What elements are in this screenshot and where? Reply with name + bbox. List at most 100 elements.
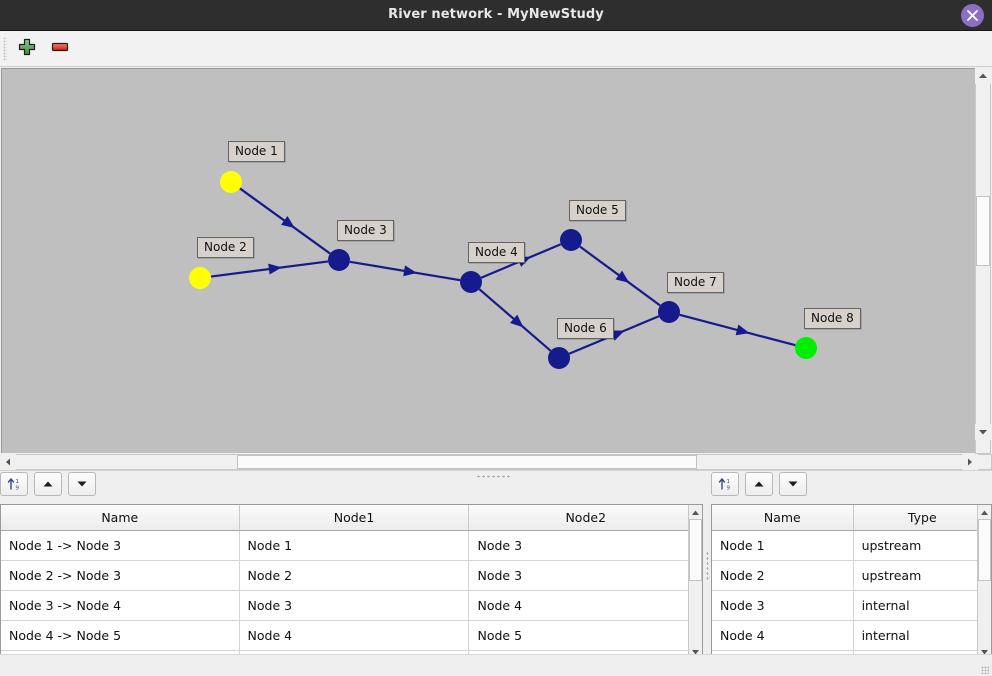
window-title: River network - MyNewStudy: [388, 7, 604, 22]
svg-text:9: 9: [727, 486, 731, 492]
close-icon: [967, 10, 978, 21]
branches-scroll-thumb[interactable]: [689, 519, 702, 581]
node-label[interactable]: Node 3: [337, 220, 394, 241]
edge-arrow-icon: [403, 265, 417, 277]
branches-move-down-button[interactable]: [68, 472, 96, 496]
table-cell[interactable]: Node 4: [468, 590, 702, 621]
node-label[interactable]: Node 6: [557, 318, 614, 339]
table-cell[interactable]: Node 4: [239, 620, 470, 651]
chevron-down-icon: [692, 650, 699, 655]
scroll-up-button[interactable]: [975, 68, 991, 84]
chevron-up-icon: [692, 510, 699, 515]
branches-table-scrollbar[interactable]: [688, 505, 702, 658]
graph-node[interactable]: [795, 337, 817, 359]
horizontal-splitter[interactable]: [0, 470, 992, 479]
column-header[interactable]: Name: [1, 505, 240, 531]
splitter-grip: [476, 475, 510, 478]
graph-node[interactable]: [658, 301, 680, 323]
remove-node-icon: [51, 42, 69, 52]
table-cell[interactable]: Node 3 -> Node 4: [1, 590, 240, 621]
nodes-move-up-button[interactable]: [745, 472, 773, 496]
graph-node[interactable]: [460, 271, 482, 293]
network-graph: [189, 171, 817, 369]
column-header[interactable]: Node2: [468, 505, 702, 531]
scroll-left-button[interactable]: [0, 454, 16, 470]
toolbar-grip[interactable]: [3, 37, 7, 61]
table-cell[interactable]: Node 2: [712, 560, 854, 591]
nodes-move-down-button[interactable]: [779, 472, 807, 496]
remove-node-button[interactable]: [50, 37, 76, 61]
graph-node[interactable]: [560, 229, 582, 251]
column-header[interactable]: Node1: [239, 505, 470, 531]
chevron-left-icon: [6, 458, 10, 466]
branches-scroll-up-button[interactable]: [689, 505, 702, 519]
scroll-right-button[interactable]: [962, 454, 978, 470]
node-label[interactable]: Node 8: [804, 308, 861, 329]
svg-text:9: 9: [16, 486, 20, 492]
branches-move-up-button[interactable]: [34, 472, 62, 496]
nodes-scroll-up-button[interactable]: [978, 505, 991, 519]
canvas-vertical-scroll-thumb[interactable]: [976, 196, 990, 266]
add-node-button[interactable]: [17, 37, 43, 61]
branches-sort-button[interactable]: 1 9: [0, 472, 28, 496]
node-label[interactable]: Node 5: [569, 200, 626, 221]
node-label[interactable]: Node 4: [468, 242, 525, 263]
table-cell[interactable]: Node 3: [712, 590, 854, 621]
table-cell[interactable]: Node 3: [468, 530, 702, 561]
graph-node[interactable]: [220, 171, 242, 193]
table-cell[interactable]: Node 1 -> Node 3: [1, 530, 240, 561]
arrow-up-icon: [43, 481, 53, 487]
status-bar: [0, 654, 992, 676]
vertical-splitter[interactable]: [703, 479, 711, 654]
node-label[interactable]: Node 2: [197, 237, 254, 258]
river-network-canvas[interactable]: Node 1 Node 2 Node 3 Node 4 Node 5 Node 6 Node…: [1, 68, 975, 453]
graph-node[interactable]: [189, 267, 211, 289]
chevron-up-icon: [981, 510, 988, 515]
table-cell[interactable]: upstream: [853, 530, 991, 561]
table-cell[interactable]: internal: [853, 590, 991, 621]
chevron-down-icon: [979, 430, 987, 435]
resize-grip[interactable]: [981, 666, 989, 674]
graph-node[interactable]: [328, 249, 350, 271]
table-cell[interactable]: Node 4 -> Node 5: [1, 620, 240, 651]
column-header[interactable]: Type: [853, 505, 991, 531]
nodes-table-scrollbar[interactable]: [977, 505, 991, 658]
table-cell[interactable]: Node 2 -> Node 3: [1, 560, 240, 591]
table-cell[interactable]: internal: [853, 620, 991, 651]
chevron-down-icon: [981, 650, 988, 655]
column-header[interactable]: Name: [712, 505, 854, 531]
main-toolbar: [0, 31, 992, 67]
canvas-horizontal-scroll-thumb[interactable]: [237, 455, 697, 469]
node-label[interactable]: Node 7: [667, 272, 724, 293]
nodes-sort-button[interactable]: 1 9: [711, 472, 739, 496]
node-label[interactable]: Node 1: [228, 141, 285, 162]
table-cell[interactable]: upstream: [853, 560, 991, 591]
close-button[interactable]: [961, 4, 984, 27]
scroll-down-button[interactable]: [975, 424, 991, 440]
table-cell[interactable]: Node 3: [239, 590, 470, 621]
table-cell[interactable]: Node 1: [239, 530, 470, 561]
table-cell[interactable]: Node 3: [468, 560, 702, 591]
table-cell[interactable]: Node 1: [712, 530, 854, 561]
nodes-scroll-thumb[interactable]: [978, 519, 991, 581]
table-cell[interactable]: Node 2: [239, 560, 470, 591]
table-cell[interactable]: Node 4: [712, 620, 854, 651]
graph-node[interactable]: [548, 347, 570, 369]
table-cell[interactable]: Node 5: [468, 620, 702, 651]
edge-arrow-icon: [735, 324, 750, 336]
